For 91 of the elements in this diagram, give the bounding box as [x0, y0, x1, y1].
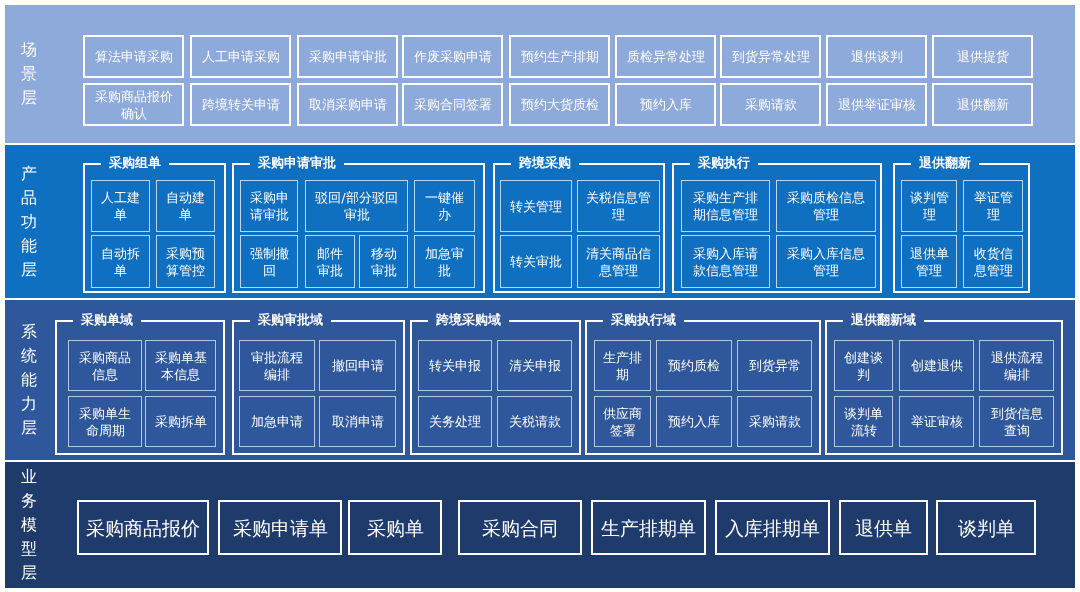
function-box: 创建退供 [899, 340, 974, 391]
function-box: 作废采购申请 [402, 35, 503, 78]
function-box: 采购合同 [458, 500, 582, 555]
function-box: 强制撤回 [240, 235, 298, 288]
function-box: 自动拆单 [91, 235, 150, 288]
function-box: 移动审批 [359, 235, 408, 288]
function-box: 采购入库信息管理 [776, 235, 876, 288]
layer-band [5, 300, 1075, 460]
function-box: 供应商签署 [594, 396, 651, 447]
function-box: 举证审核 [899, 396, 974, 447]
function-box: 生产排期单 [591, 500, 706, 555]
function-box: 跨境转关申请 [190, 83, 291, 126]
function-box: 清关商品信息管理 [577, 235, 660, 288]
function-box: 取消采购申请 [297, 83, 398, 126]
function-box: 自动建单 [156, 180, 215, 232]
function-box: 入库排期单 [715, 500, 830, 555]
function-box: 到货异常 [737, 340, 812, 391]
function-box: 采购拆单 [145, 396, 216, 447]
function-box: 采购入库请款信息管理 [681, 235, 770, 288]
function-box: 到货信息查询 [979, 396, 1054, 447]
layer-band [5, 462, 1075, 588]
function-box: 创建谈判 [834, 340, 893, 391]
function-box: 关税请款 [497, 396, 572, 447]
function-box: 退供提货 [932, 35, 1033, 78]
function-box: 退供单管理 [901, 235, 957, 288]
group-heading: 退供翻新 [911, 155, 979, 171]
layer-band [5, 145, 1075, 298]
function-box: 收货信息管理 [963, 235, 1023, 288]
function-box: 关务处理 [418, 396, 492, 447]
layer-label: 系统能力层 [20, 321, 38, 439]
function-box: 关税信息管理 [577, 180, 660, 232]
function-box: 生产排期 [594, 340, 651, 391]
function-box: 预约入库 [656, 396, 732, 447]
group-heading: 采购组单 [101, 155, 169, 171]
group-heading: 跨境采购域 [428, 312, 509, 328]
function-box: 撤回申请 [319, 340, 396, 391]
group-heading: 采购申请审批 [250, 155, 344, 171]
function-box: 人工建单 [91, 180, 150, 232]
function-box: 谈判单 [936, 500, 1036, 555]
function-box: 退供举证审核 [826, 83, 927, 126]
function-box: 加急申请 [239, 396, 315, 447]
function-box: 转关审批 [500, 235, 572, 288]
function-box: 采购商品报价确认 [83, 83, 184, 126]
function-box: 退供流程编排 [979, 340, 1054, 391]
function-box: 审批流程编排 [239, 340, 315, 391]
function-box: 谈判单流转 [834, 396, 893, 447]
function-box: 退供翻新 [932, 83, 1033, 126]
function-box: 采购生产排期信息管理 [681, 180, 770, 232]
layer-label: 业务模型层 [20, 466, 38, 584]
group-heading: 采购审批域 [250, 312, 331, 328]
function-box: 采购申请审批 [240, 180, 298, 232]
function-box: 采购请款 [720, 83, 821, 126]
function-box: 采购申请单 [218, 500, 342, 555]
function-box: 算法申请采购 [83, 35, 184, 78]
group-heading: 退供翻新域 [843, 312, 924, 328]
function-box: 谈判管理 [901, 180, 957, 232]
group-heading: 采购执行域 [603, 312, 684, 328]
function-box: 举证管理 [963, 180, 1023, 232]
function-box: 采购单 [348, 500, 442, 555]
group-heading: 采购执行 [690, 155, 758, 171]
layer-label: 产品功能层 [20, 162, 38, 281]
function-box: 采购单生命周期 [68, 396, 142, 447]
function-box: 一键催办 [414, 180, 475, 232]
function-box: 取消申请 [319, 396, 396, 447]
layer-band [5, 5, 1075, 143]
function-box: 转关管理 [500, 180, 572, 232]
function-box: 加急审批 [414, 235, 475, 288]
function-box: 清关申报 [497, 340, 572, 391]
function-box: 质检异常处理 [615, 35, 716, 78]
function-box: 到货异常处理 [720, 35, 821, 78]
function-box: 采购商品报价 [77, 500, 209, 555]
function-box: 退供单 [839, 500, 928, 555]
function-box: 预约生产排期 [509, 35, 610, 78]
group-heading: 采购单域 [73, 312, 141, 328]
function-box: 预约入库 [615, 83, 716, 126]
function-box: 采购请款 [737, 396, 812, 447]
function-box: 人工申请采购 [190, 35, 291, 78]
function-box: 采购申请审批 [297, 35, 398, 78]
function-box: 邮件审批 [305, 235, 355, 288]
function-box: 采购单基本信息 [145, 340, 216, 391]
function-box: 退供谈判 [826, 35, 927, 78]
function-box: 采购合同签署 [402, 83, 503, 126]
function-box: 预约大货质检 [509, 83, 610, 126]
function-box: 采购质检信息管理 [776, 180, 876, 232]
function-box: 采购商品信息 [68, 340, 142, 391]
function-box: 预约质检 [656, 340, 732, 391]
group-heading: 跨境采购 [511, 155, 579, 171]
layer-label: 场景层 [20, 39, 38, 109]
function-box: 转关申报 [418, 340, 492, 391]
function-box: 驳回/部分驳回审批 [305, 180, 408, 232]
function-box: 采购预算管控 [156, 235, 215, 288]
